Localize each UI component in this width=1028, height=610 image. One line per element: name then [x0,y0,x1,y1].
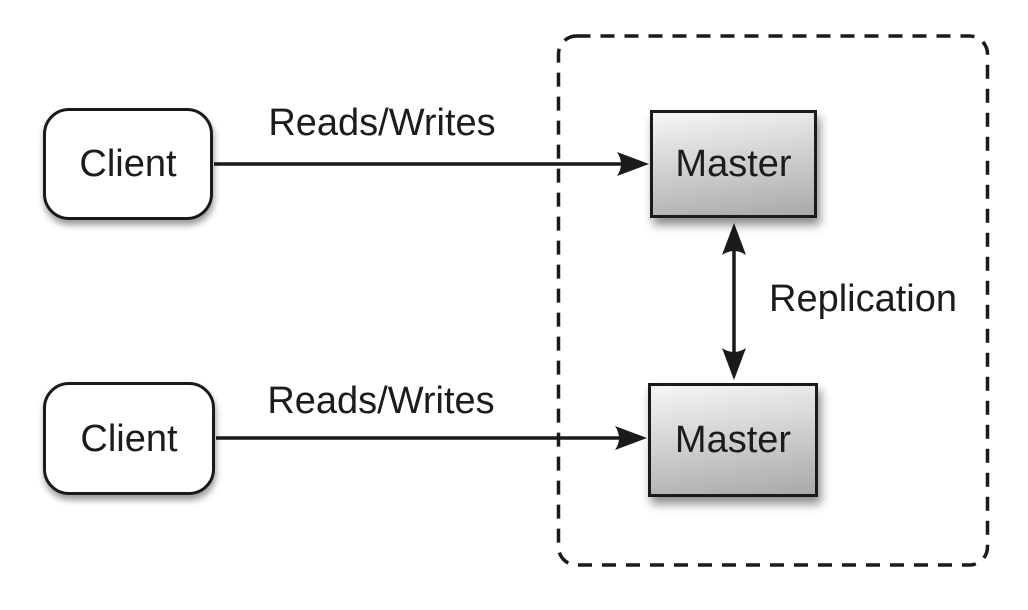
edge-label-replication: Replication [769,278,957,320]
node-master-top-label: Master [675,143,792,185]
edge-label-reads-writes-top: Reads/Writes [268,102,496,144]
reads-writes-arrow-bottom-arrowhead-icon [615,426,647,450]
replication-cluster-boundary [556,34,990,567]
node-client-top: Client [43,108,213,220]
node-master-top: Master [650,110,817,218]
node-client-bottom: Client [43,382,215,495]
replication-arrow-down-arrowhead-icon [722,348,746,380]
node-master-bottom: Master [648,383,818,497]
reads-writes-arrow-top-arrowhead-icon [617,152,649,176]
node-master-bottom-label: Master [674,419,792,461]
node-client-bottom-label: Client [80,417,178,460]
replication-arrow-up-arrowhead-icon [722,223,746,255]
edge-label-reads-writes-bottom: Reads/Writes [267,380,495,422]
node-client-top-label: Client [79,143,177,185]
